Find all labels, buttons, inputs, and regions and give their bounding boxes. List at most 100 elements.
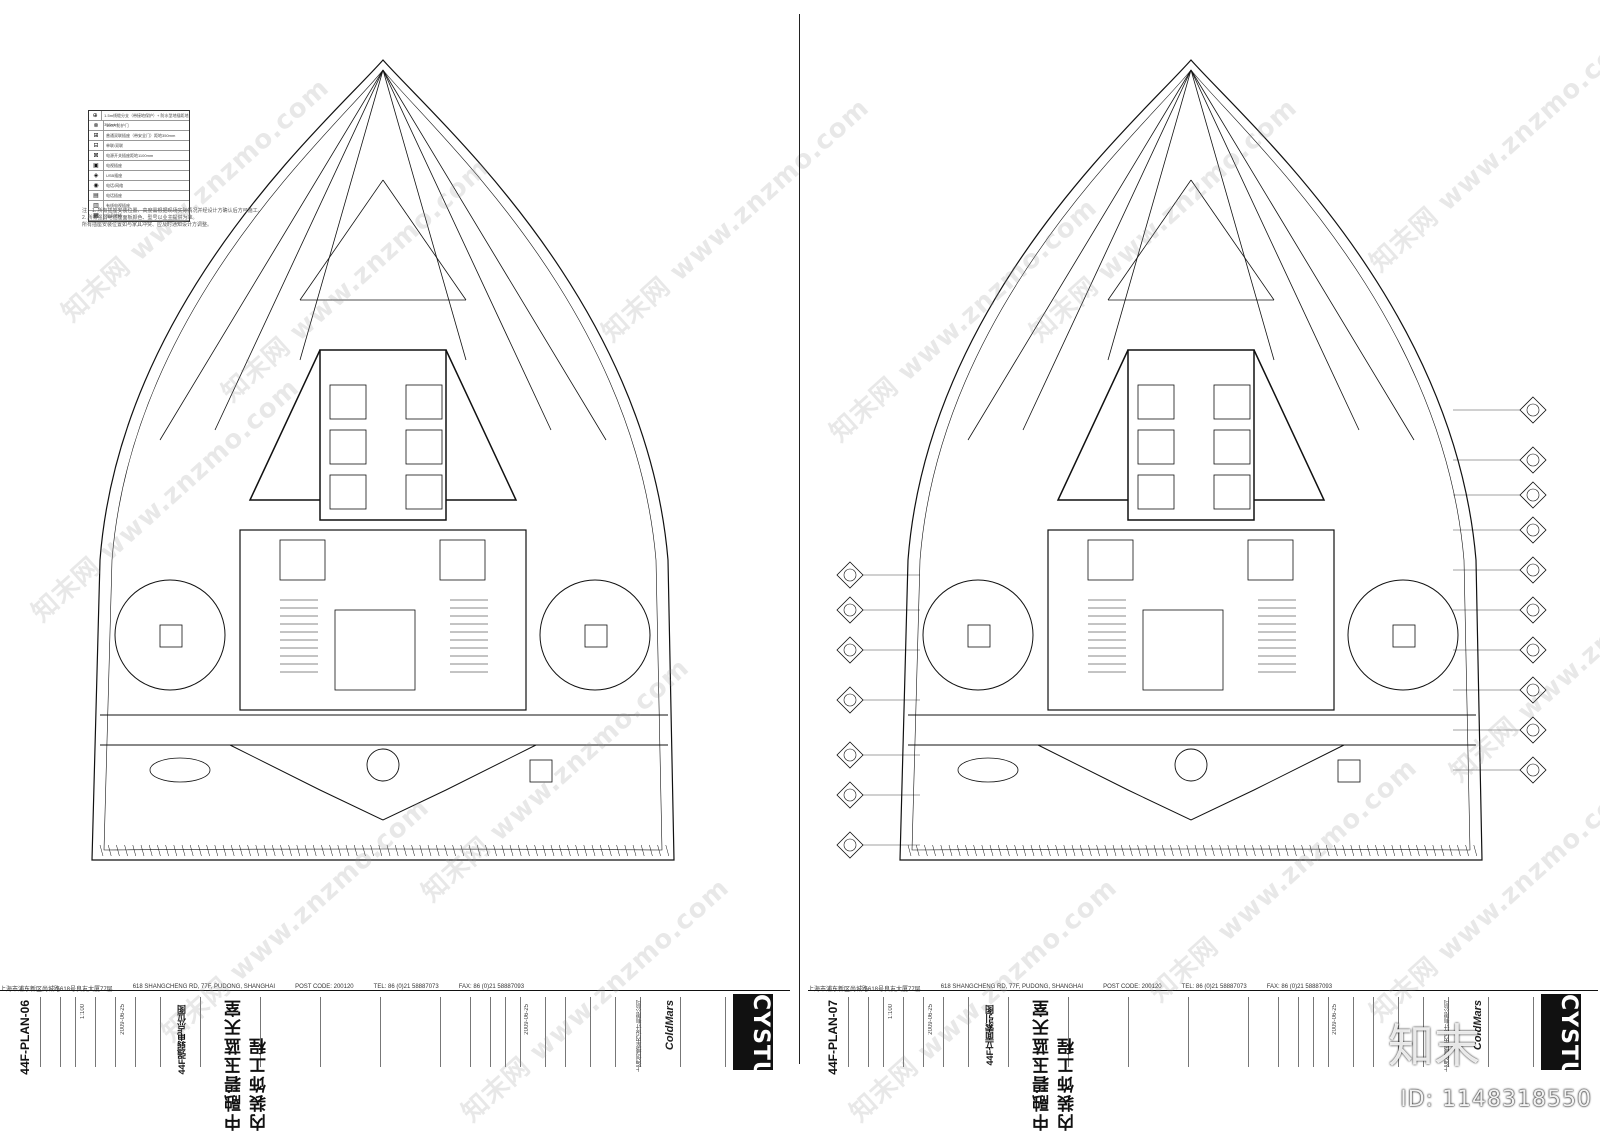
floor-plan-left [91, 59, 675, 861]
legend-text: 电话插座 [106, 193, 122, 198]
roof-line [1190, 69, 1415, 441]
legend-table: ⊕1.5m线缆分支（带接地保护）+ 防水型地插距地350mm⊗100人防护门⊞普… [88, 110, 190, 222]
facade-rib [1137, 844, 1141, 857]
elevation-index-circle [1526, 488, 1540, 502]
facade-rib [542, 844, 547, 857]
elevation-index-circle [843, 748, 857, 762]
legend-symbol-icon: ▥ [89, 201, 104, 210]
fax: FAX: 86 (0)21 58887093 [1266, 984, 1333, 990]
facade-rib [189, 844, 194, 857]
title-block-divider [200, 997, 201, 1067]
legend-text: 单联/双联 [106, 143, 124, 148]
legend-text: 电视插座 [106, 163, 122, 168]
title-block-divider [615, 997, 616, 1067]
title-block-divider [1488, 997, 1489, 1067]
date-value-2: 2009-06-25 [524, 1004, 530, 1035]
legend-symbol-icon: ⊠ [89, 151, 104, 160]
facade-rib [1342, 844, 1346, 857]
scale-value: 1:100 [888, 1004, 894, 1020]
title-block-divider [1373, 997, 1374, 1067]
facade-rib [1424, 844, 1428, 857]
facade-rib [271, 844, 276, 857]
project-name: 中融碧玉蓝天室内装饰工程 [1033, 998, 1077, 1131]
facade-rib [1104, 844, 1109, 857]
elevation-index-marker-icon [1519, 596, 1547, 624]
elevation-index-circle [843, 838, 857, 852]
title-block-divider [1188, 997, 1189, 1067]
elevation-index-marker-icon [1519, 446, 1547, 474]
elevation-index-circle [1526, 603, 1540, 617]
facade-rib [567, 844, 571, 857]
facade-rib [493, 844, 497, 857]
title-block-divider [590, 997, 591, 1067]
elevation-index-circle [1526, 683, 1540, 697]
facade-rib [255, 844, 260, 857]
facade-rib [509, 844, 514, 857]
date-value-2: 2009-06-25 [1332, 1004, 1338, 1035]
brand-id-label: ID: 1148318550 [1400, 1087, 1592, 1112]
company-name: 上海创域室内设计有限公司 [637, 1000, 643, 1072]
legend-symbol-icon: ◈ [89, 171, 104, 180]
elevation-index-circle [1526, 763, 1540, 777]
facade-rib [932, 844, 936, 857]
roof-line [159, 69, 384, 441]
facade-rib [107, 844, 112, 857]
facade-rib [214, 844, 219, 857]
core-wall [1127, 349, 1255, 521]
facade-rib [1358, 844, 1363, 857]
facade-rib [517, 844, 522, 857]
building-outline [91, 59, 675, 861]
facade-rib [230, 844, 235, 857]
project-name: 中融碧玉蓝天室内装饰工程 [225, 998, 269, 1131]
elevation-index-circle [843, 643, 857, 657]
facade-rib [1227, 844, 1232, 857]
roof-line [299, 179, 384, 301]
brand-logo-mark: 知末 [1388, 1019, 1480, 1073]
facade-rib [948, 844, 953, 857]
facade-rib [280, 844, 284, 857]
facade-rib [1268, 844, 1273, 857]
facade-rib [173, 844, 178, 857]
table-left [967, 624, 991, 648]
meeting-area-right [539, 579, 651, 691]
facade-rib [247, 844, 251, 857]
elevator-shaft [405, 429, 443, 465]
facade-rib [534, 844, 538, 857]
legend-symbol-icon: ◉ [89, 181, 104, 190]
elevator-shaft [329, 384, 367, 420]
round-table [366, 748, 400, 782]
facade-rib [1153, 844, 1158, 857]
facade-rib [132, 844, 137, 857]
legend-text: 有线电视插座 [106, 203, 130, 208]
elevation-index-circle [843, 788, 857, 802]
elevation-index-circle [1526, 643, 1540, 657]
facade-rib [1432, 844, 1437, 857]
title-block-divider [725, 997, 726, 1067]
drawing-sheet-right: 上海市浦东新区尚城路618号良友大厦77层 618 SHANGCHENG RD,… [808, 0, 1600, 1131]
facade-rib [1186, 844, 1191, 857]
title-block-divider [968, 997, 969, 1067]
facade-rib [501, 844, 506, 857]
drawing-sheet-left: ⊕1.5m线缆分支（带接地保护）+ 防水型地插距地350mm⊗100人防护门⊞普… [0, 0, 875, 1131]
facade-rib [1317, 844, 1322, 857]
title-block-divider [260, 997, 261, 1067]
facade-rib [181, 844, 186, 857]
title-block-divider [160, 997, 161, 1067]
facade-rib [239, 844, 243, 857]
facade-rib [148, 844, 153, 857]
facade-rib [624, 844, 629, 857]
legend-symbol-icon: ⊗ [89, 121, 104, 130]
facade-rib [1276, 844, 1281, 857]
scale-value: 1:100 [80, 1004, 86, 1020]
facade-rib [550, 844, 555, 857]
facade-rib [1112, 844, 1117, 857]
legend-row: ⊕1.5m线缆分支（带接地保护）+ 防水型地插距地350mm [89, 111, 189, 127]
table-right [584, 624, 608, 648]
title-block-divider [490, 997, 491, 1067]
terrace-table [1337, 759, 1361, 783]
elevator-shaft [1213, 474, 1251, 510]
title-block-divider [640, 997, 641, 1067]
facade-rib [1030, 844, 1035, 857]
legend-note: 2. 所有强弱电插座面板颜色、型号以业主提供为准。 [82, 215, 198, 221]
title-block [808, 990, 1598, 1069]
